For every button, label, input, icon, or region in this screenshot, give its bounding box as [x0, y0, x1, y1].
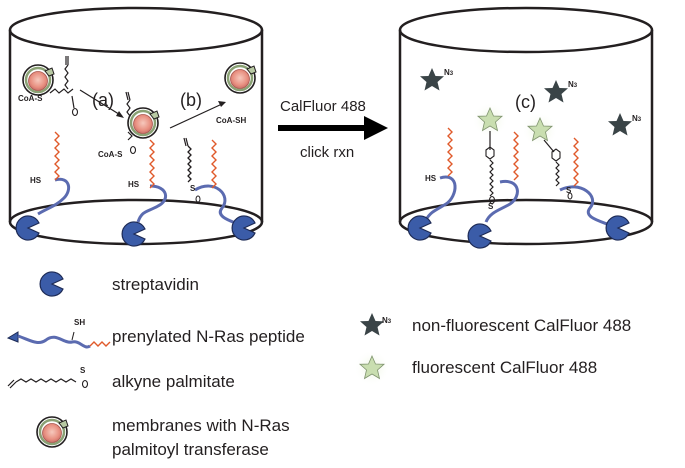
coa-sh-label: CoA-SH [216, 116, 247, 125]
s-label-1: S [190, 184, 196, 193]
peptide-r3 [559, 137, 630, 241]
legend-azide-label: N3 [382, 316, 392, 325]
s-label-r2: S [566, 186, 572, 195]
peptide-2 [121, 139, 167, 247]
legend-sh-label: SH [74, 318, 86, 327]
s-label-r1: S [488, 202, 494, 211]
legend-membranes-line1: membranes with N-Ras [112, 416, 290, 435]
legend-fluor-star-icon [354, 350, 390, 386]
hs-label-1: HS [30, 176, 42, 185]
vesicle-intermediate [125, 91, 161, 155]
legend-alkyne-text: alkyne palmitate [112, 372, 235, 391]
step-b-label: (b) [180, 90, 202, 110]
fluor-star-2 [522, 112, 573, 200]
legend-membrane-icon [35, 415, 70, 449]
legend-peptide-text: prenylated N-Ras peptide [112, 327, 305, 346]
reaction-arrow [278, 116, 388, 140]
peptide-1 [15, 131, 71, 241]
coa-s-label-2: CoA-S [98, 150, 123, 159]
legend-s-label: S [80, 366, 86, 375]
legend-peptide-icon [6, 331, 111, 349]
peptide-3 [183, 137, 256, 241]
legend-nonfluor-text: non-fluorescent CalFluor 488 [412, 316, 632, 335]
azide-label-2: N3 [568, 80, 578, 89]
legend-streptavidin-icon [39, 271, 64, 297]
azide-label-1: N3 [444, 68, 454, 77]
vesicle-released [223, 61, 258, 95]
coa-s-label-1: CoA-S [18, 94, 43, 103]
arrow-bottom-label: click rxn [300, 144, 355, 161]
step-c-label: (c) [515, 92, 536, 112]
vesicle-a [21, 56, 79, 117]
azide-star-3 [608, 113, 632, 136]
arrow-a [79, 89, 124, 118]
hs-label-r: HS [425, 174, 437, 183]
azide-star-1 [420, 68, 444, 91]
azide-label-3: N3 [632, 114, 642, 123]
legend-streptavidin-text: streptavidin [112, 275, 199, 294]
legend-membranes-line2: palmitoyl transferase [112, 440, 269, 459]
legend-nonfluor-star-icon [360, 313, 384, 336]
fluor-star-1 [472, 102, 508, 205]
arrow-b [169, 101, 226, 129]
azide-star-2 [544, 80, 568, 103]
arrow-top-label: CalFluor 488 [280, 98, 366, 115]
hs-label-2: HS [128, 180, 140, 189]
peptide-r1 [407, 127, 457, 241]
step-a-label: (a) [92, 90, 114, 110]
legend-fluor-text: fluorescent CalFluor 488 [412, 358, 598, 377]
right-cylinder [398, 6, 654, 246]
legend-alkyne-icon [7, 378, 89, 389]
peptide-r2 [467, 131, 519, 249]
